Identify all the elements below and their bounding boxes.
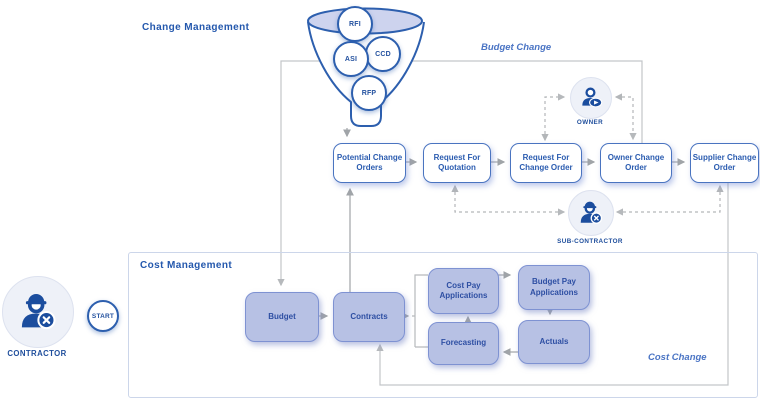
contractor-avatar[interactable] xyxy=(2,276,74,348)
dashed-rfq-subcontractor xyxy=(451,184,566,216)
sub-contractor-avatar[interactable] xyxy=(568,190,614,236)
budget-change-line xyxy=(277,60,643,287)
cost-change-loop-line xyxy=(376,183,729,386)
box-cost-pay-applications[interactable]: Cost Pay Applications xyxy=(428,268,499,314)
split-branch-lines xyxy=(412,274,428,348)
box-owner-change-order-label: Owner Change Order xyxy=(607,152,665,172)
owner-avatar[interactable] xyxy=(570,77,612,119)
box-budget[interactable]: Budget xyxy=(245,292,319,342)
dashed-sco-subcontractor xyxy=(615,184,724,216)
box-supplier-change-order[interactable]: Supplier Change Order xyxy=(690,143,759,183)
funnel-item-rfp[interactable]: RFP xyxy=(351,75,387,111)
box-supplier-change-order-label: Supplier Change Order xyxy=(692,152,757,172)
box-potential-change-orders[interactable]: Potential Change Orders xyxy=(333,143,406,183)
box-owner-change-order[interactable]: Owner Change Order xyxy=(600,143,672,183)
funnel-item-ccd-label: CCD xyxy=(375,50,391,58)
cost-change-label: Cost Change xyxy=(648,352,707,363)
box-potential-change-orders-label: Potential Change Orders xyxy=(336,152,403,172)
box-budget-pay-applications-label: Budget Pay Applications xyxy=(529,277,578,297)
contractor-label: CONTRACTOR xyxy=(7,349,67,358)
funnel-item-ccd[interactable]: CCD xyxy=(365,36,401,72)
owner-person-icon xyxy=(582,87,603,108)
box-actuals[interactable]: Actuals xyxy=(518,320,590,364)
box-request-for-change-order-label: Request For Change Order xyxy=(519,152,573,172)
box-forecasting-label: Forecasting xyxy=(440,338,487,348)
box-budget-label: Budget xyxy=(268,311,296,321)
dashed-rfco-owner xyxy=(541,93,566,142)
box-forecasting[interactable]: Forecasting xyxy=(428,322,499,365)
funnel-item-rfi-label: RFI xyxy=(349,20,361,28)
change-management-label: Change Management xyxy=(142,22,250,33)
box-request-for-quotation-label: Request For Quotation xyxy=(433,152,481,172)
sub-contractor-worker-icon xyxy=(580,201,603,224)
dashed-owner-oco xyxy=(614,93,637,141)
funnel-item-rfi[interactable]: RFI xyxy=(337,6,373,42)
start-button[interactable]: START xyxy=(87,300,119,332)
box-cost-pay-applications-label: Cost Pay Applications xyxy=(439,280,488,300)
box-budget-pay-applications[interactable]: Budget Pay Applications xyxy=(518,265,590,310)
cost-management-panel xyxy=(128,252,758,398)
funnel-item-asi[interactable]: ASI xyxy=(333,41,369,77)
box-actuals-label: Actuals xyxy=(539,336,569,346)
owner-label: OWNER xyxy=(576,119,604,126)
box-contracts[interactable]: Contracts xyxy=(333,292,405,342)
funnel-item-asi-label: ASI xyxy=(344,55,358,63)
start-button-label: START xyxy=(91,312,115,320)
funnel-item-rfp-label: RFP xyxy=(361,89,377,97)
cost-management-label: Cost Management xyxy=(140,260,233,271)
sub-contractor-label: SUB-CONTRACTOR xyxy=(557,238,623,245)
contractor-worker-icon xyxy=(21,294,56,330)
box-request-for-change-order[interactable]: Request For Change Order xyxy=(510,143,582,183)
box-contracts-label: Contracts xyxy=(350,311,388,321)
box-request-for-quotation[interactable]: Request For Quotation xyxy=(423,143,491,183)
budget-change-label: Budget Change xyxy=(481,42,552,53)
